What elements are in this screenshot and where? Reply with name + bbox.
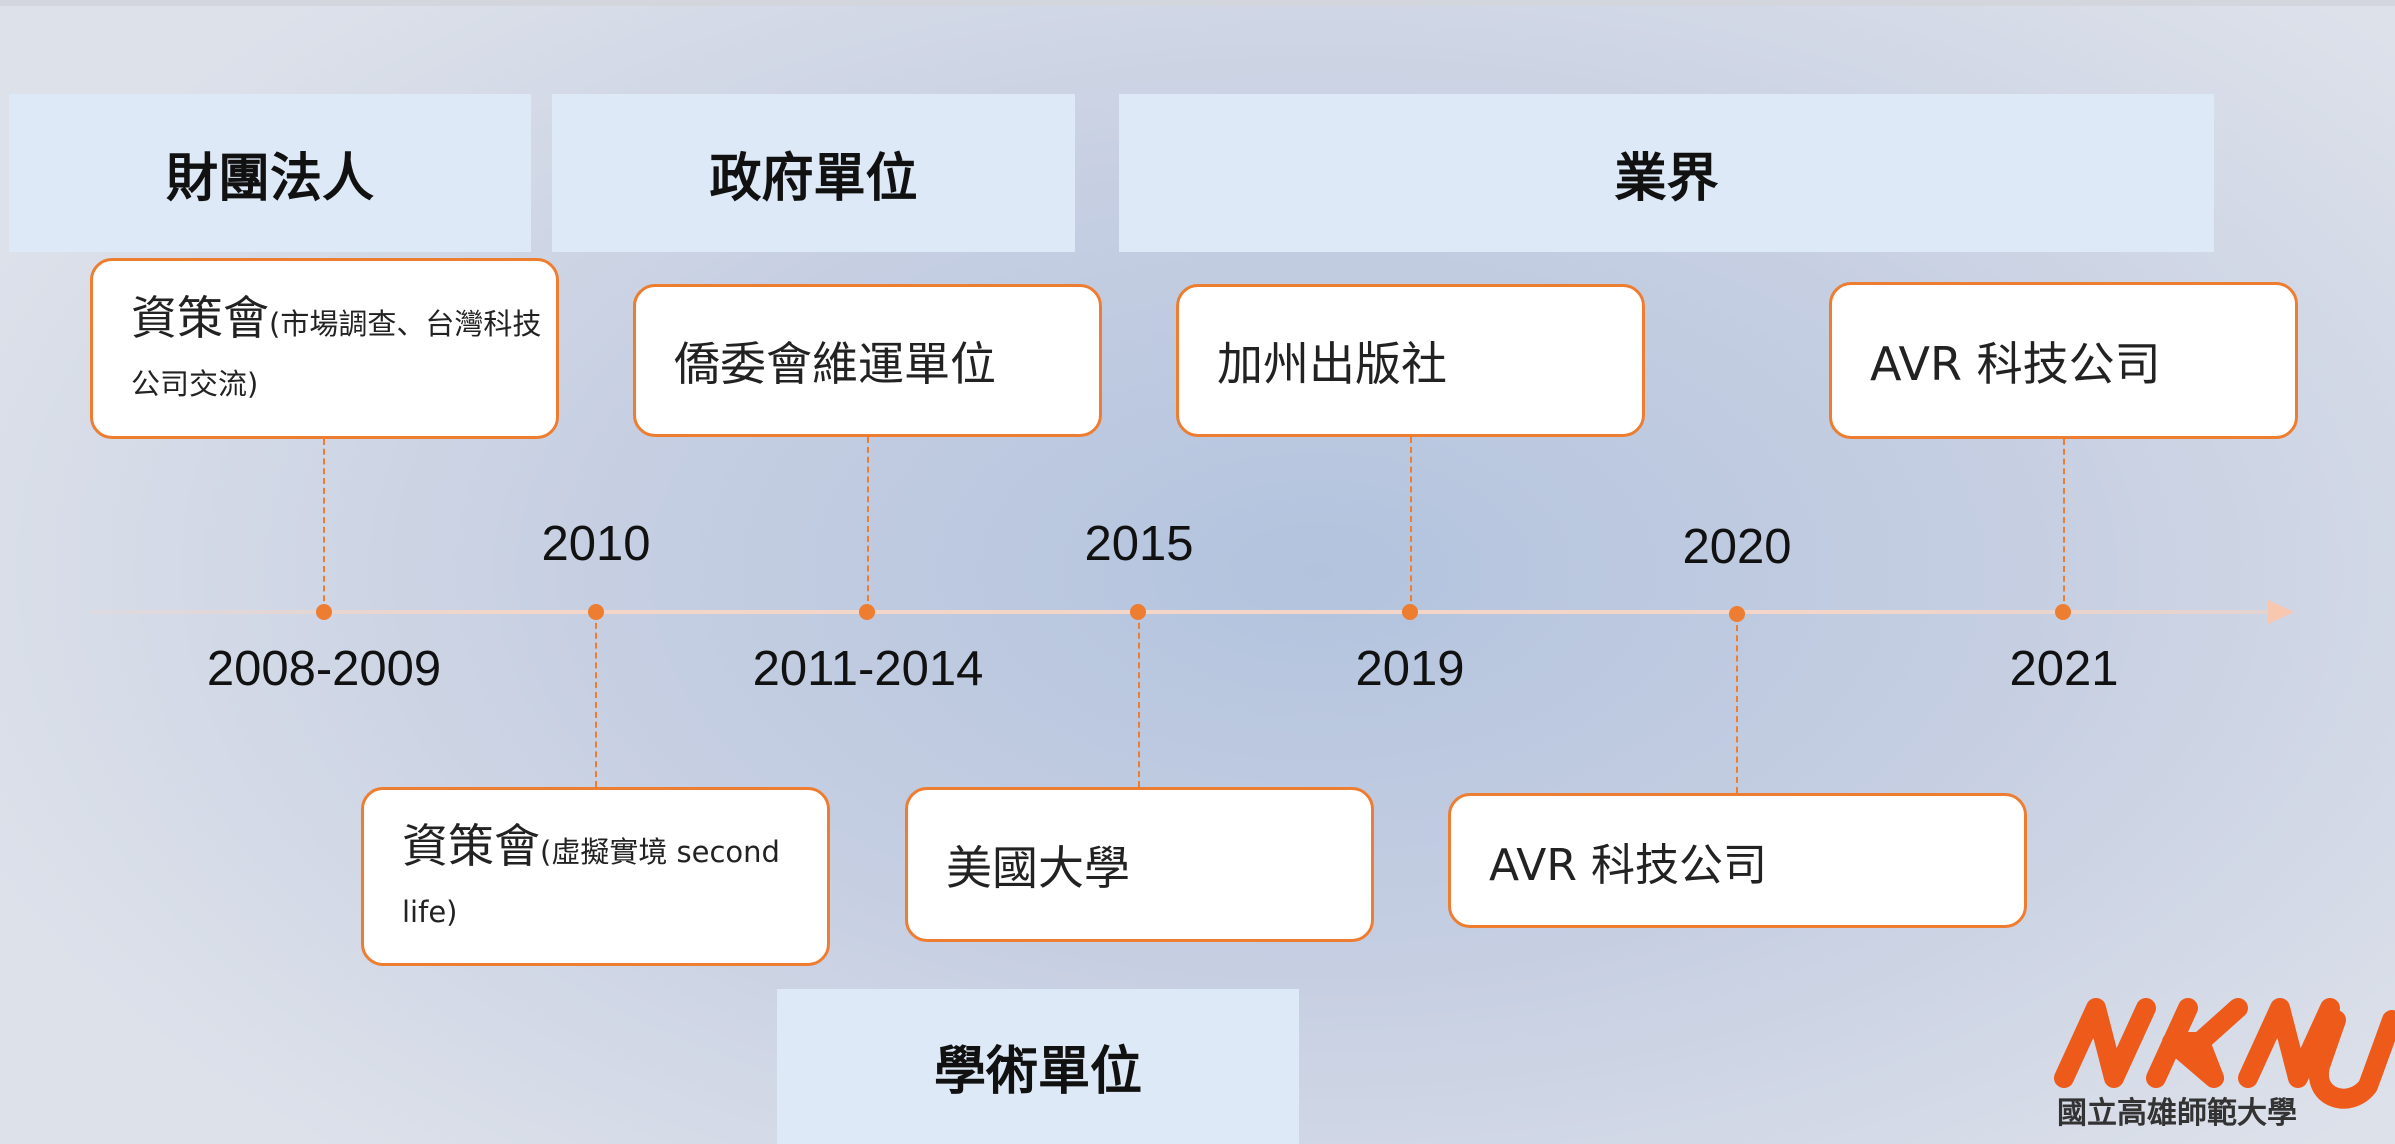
event-card: AVR 科技公司 (1448, 793, 2027, 928)
year-label: 2010 (541, 517, 651, 571)
timeline-dot (588, 604, 604, 620)
year-label: 2011-2014 (752, 642, 984, 696)
timeline-dot (859, 604, 875, 620)
timeline-dot (316, 604, 332, 620)
timeline-dot (1402, 604, 1418, 620)
timeline-dot (1729, 606, 1745, 622)
event-title: 美國大學 (946, 840, 1130, 895)
year-label: 2015 (1084, 517, 1194, 571)
category-government-label: 政府單位 (709, 148, 918, 209)
event-title: 僑委會維運單位 (674, 336, 996, 391)
category-government: 政府單位 (552, 94, 1075, 252)
event-title: 資策會 (131, 290, 269, 345)
event-subtitle: (虛擬實境 second life) (402, 834, 780, 929)
category-academic: 學術單位 (777, 989, 1299, 1144)
timeline-dot (1130, 604, 1146, 620)
category-foundation-label: 財團法人 (165, 148, 374, 209)
year-label: 2019 (1355, 642, 1465, 696)
category-foundation: 財團法人 (9, 94, 531, 252)
event-title: AVR 科技公司 (1489, 839, 1767, 891)
category-academic-label: 學術單位 (933, 1042, 1142, 1102)
nknu-logo-icon (2054, 998, 2395, 1109)
event-card: 美國大學 (905, 787, 1374, 942)
event-card: AVR 科技公司 (1829, 282, 2298, 439)
timeline-arrowhead (2268, 600, 2294, 624)
connector-line (2063, 439, 2065, 611)
event-card-text: 資策會(虛擬實境 second life) (402, 817, 827, 937)
category-industry-label: 業界 (1614, 148, 1719, 209)
logo-caption: 國立高雄師範大學 (2057, 1096, 2297, 1131)
category-industry: 業界 (1119, 94, 2214, 252)
event-title: AVR 科技公司 (1870, 336, 2161, 391)
event-card: 資策會(虛擬實境 second life) (361, 787, 830, 966)
connector-line (595, 613, 597, 787)
event-card: 資策會(市場調查、台灣科技公司交流) (90, 258, 559, 439)
timeline-axis (90, 610, 2270, 614)
connector-line (867, 437, 869, 611)
event-subtitle: (市場調查、台灣科技公司交流) (131, 306, 542, 401)
connector-line (1736, 615, 1738, 793)
top-divider (0, 0, 2395, 6)
connector-line (323, 439, 325, 611)
year-label: 2021 (2009, 642, 2119, 696)
connector-line (1410, 437, 1412, 611)
timeline-dot (2055, 604, 2071, 620)
event-title: 加州出版社 (1217, 336, 1447, 391)
connector-line (1138, 613, 1140, 787)
event-title: 資策會 (402, 818, 540, 873)
event-card: 僑委會維運單位 (633, 284, 1102, 437)
year-label: 2008-2009 (206, 642, 442, 696)
year-label: 2020 (1682, 520, 1792, 574)
event-card: 加州出版社 (1176, 284, 1645, 437)
event-card-text: 資策會(市場調查、台灣科技公司交流) (131, 289, 556, 409)
